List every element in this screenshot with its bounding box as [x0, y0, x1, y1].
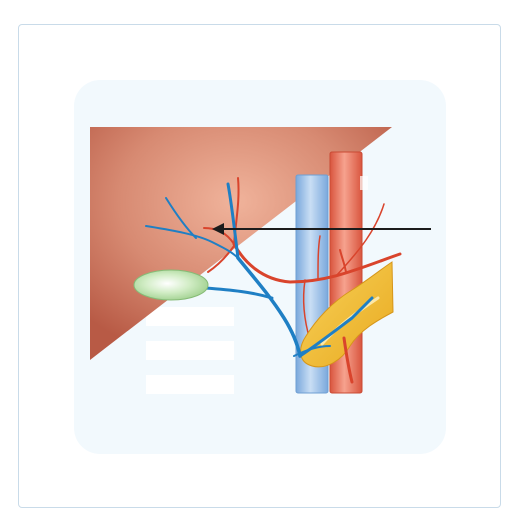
artery-inferior-branch	[342, 336, 354, 384]
bile-ducts	[145, 182, 374, 358]
aorta-highlight	[360, 176, 368, 190]
label-placeholder-2	[146, 341, 234, 360]
label-placeholder-1	[146, 307, 234, 326]
label-placeholder-3	[146, 375, 234, 394]
gallbladder	[133, 269, 209, 301]
pointer-arrow	[212, 223, 431, 235]
